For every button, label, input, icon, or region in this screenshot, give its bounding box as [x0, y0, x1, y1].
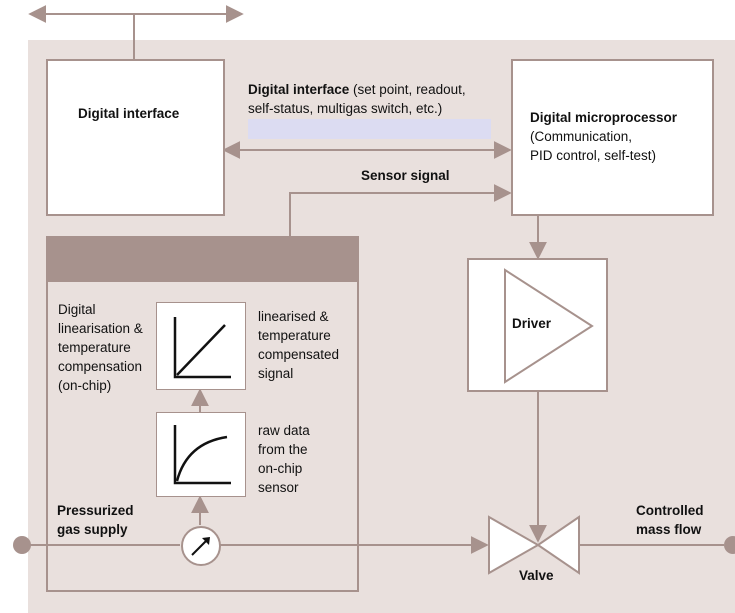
microprocessor-line1: (Communication, — [530, 129, 633, 144]
interface-caption-line2: self-status, multigas switch, etc.) — [248, 101, 443, 116]
linear-response-graph-icon — [173, 317, 231, 379]
linearisation-label-3: temperature — [58, 340, 131, 355]
sensor-module-header — [48, 238, 357, 282]
interface-caption-bold: Digital interface — [248, 82, 350, 97]
driver-label: Driver — [512, 316, 552, 331]
controlled-label-2: mass flow — [636, 522, 702, 537]
linear-response-box — [156, 302, 246, 390]
linearisation-label-1: Digital — [58, 302, 96, 317]
digital-interface-label: Digital interface — [78, 106, 180, 121]
raw-label-4: sensor — [258, 480, 299, 495]
valve-label: Valve — [519, 568, 554, 583]
linearisation-label-2: linearisation & — [58, 321, 143, 336]
raw-label-2: from the — [258, 442, 308, 457]
raw-response-box — [156, 412, 246, 497]
linearised-label-3: compensated — [258, 347, 340, 362]
linearised-label-4: signal — [258, 366, 294, 381]
interface-caption-rest: (set point, readout, — [349, 82, 466, 97]
interface-highlight-bar — [248, 119, 491, 139]
raw-label-3: on-chip — [258, 461, 303, 476]
raw-label-1: raw data — [258, 423, 310, 438]
sensor-signal-arrow — [289, 184, 512, 236]
amplifier-triangle-icon — [504, 268, 594, 384]
linearisation-label-5: (on-chip) — [58, 378, 112, 393]
controlled-label-1: Controlled — [636, 503, 704, 518]
sensor-signal-label: Sensor signal — [361, 168, 450, 183]
microprocessor-box — [511, 59, 714, 216]
sensor-module — [46, 236, 359, 592]
microprocessor-line2: PID control, self-test) — [530, 148, 657, 163]
linearised-label-1: linearised & — [258, 309, 329, 324]
outlet-port — [724, 536, 735, 554]
driver-box — [467, 258, 608, 392]
linearisation-label-4: compensation — [58, 359, 143, 374]
digital-interface-box — [46, 59, 225, 216]
pressurized-label-2: gas supply — [57, 522, 128, 537]
flow-sensor-gauge-icon — [181, 526, 221, 566]
inlet-port — [13, 536, 31, 554]
raw-response-graph-icon — [173, 425, 231, 485]
pressurized-label-1: Pressurized — [57, 503, 134, 518]
microprocessor-title: Digital microprocessor — [530, 110, 678, 125]
interface-caption: Digital interface (set point, readout, — [248, 80, 466, 99]
linearised-label-2: temperature — [258, 328, 331, 343]
valve-icon — [488, 515, 580, 575]
